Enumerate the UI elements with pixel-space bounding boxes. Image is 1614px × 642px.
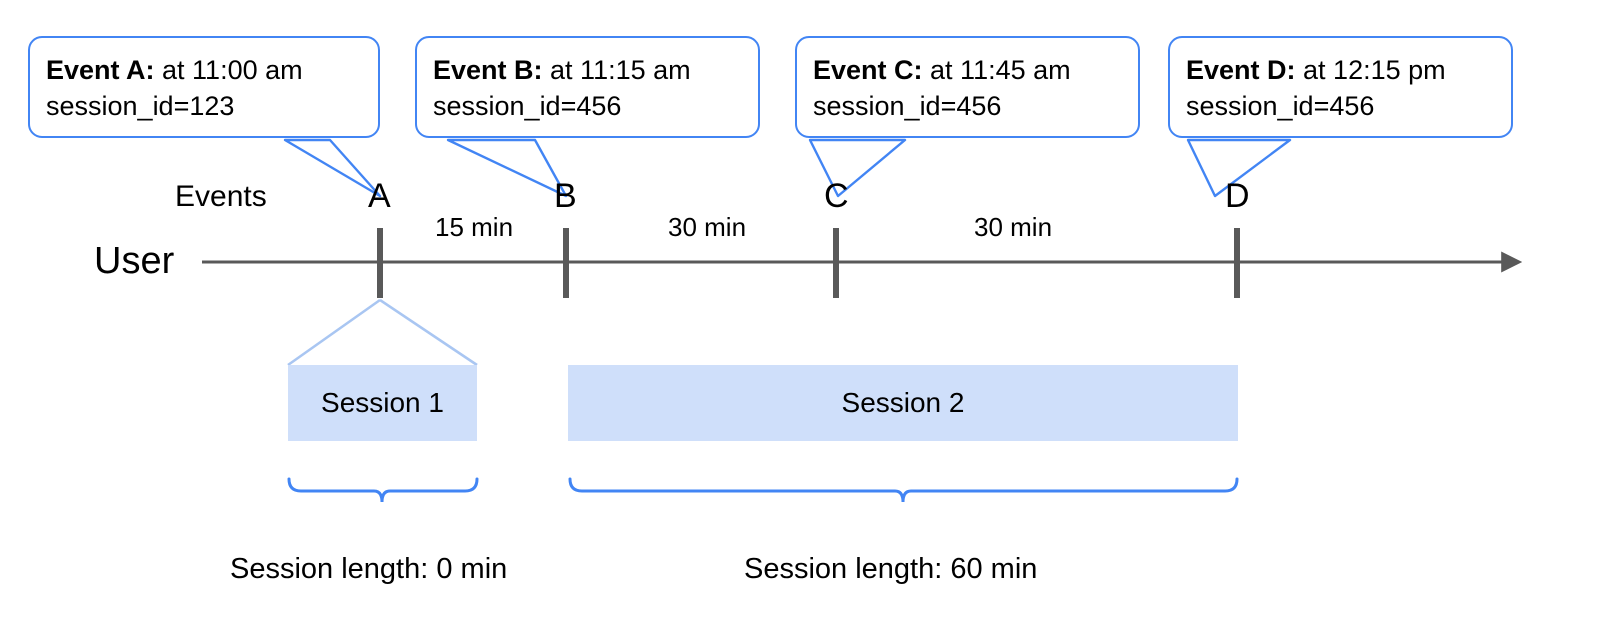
- event-point-a: A: [368, 177, 391, 215]
- event-point-c: C: [824, 177, 849, 215]
- callout-a-bold: Event A:: [46, 55, 155, 85]
- callout-d-session: session_id=456: [1186, 91, 1375, 122]
- callout-event-b[interactable]: Event B: at 11:15 am session_id=456: [415, 36, 760, 139]
- callout-d-line1: Event D: at 12:15 pm: [1186, 52, 1495, 88]
- callout-event-c[interactable]: Event C: at 11:45 am session_id=456: [795, 36, 1140, 139]
- session-length-2: Session length: 60 min: [744, 553, 1038, 585]
- duration-label-b-c: 30 min: [668, 212, 747, 242]
- callout-c-session: session_id=456: [813, 91, 1002, 122]
- callout-a-time: at 11:00 am: [154, 55, 303, 85]
- callout-event-d[interactable]: Event D: at 12:15 pm session_id=456: [1168, 36, 1513, 139]
- callout-b-bold: Event B:: [433, 55, 543, 85]
- event-point-d: D: [1225, 177, 1250, 215]
- user-axis-label: User: [94, 240, 175, 282]
- session1-connector: [287, 298, 478, 367]
- duration-label-a-b: 15 min: [435, 212, 514, 242]
- callout-tail-b: [446, 138, 568, 198]
- callout-event-a[interactable]: Event A: at 11:00 am session_id=123: [28, 36, 380, 139]
- callout-tail-a: [283, 138, 382, 198]
- session-bar-2-label: Session 2: [841, 387, 965, 418]
- session-bar-2[interactable]: Session 2: [568, 365, 1238, 441]
- callout-a-session: session_id=123: [46, 91, 235, 122]
- session2-brace: [568, 477, 1239, 503]
- callout-c-bold: Event C:: [813, 55, 923, 85]
- callout-b-line1: Event B: at 11:15 am: [433, 52, 742, 88]
- session-bar-1-label: Session 1: [321, 387, 444, 418]
- duration-label-c-d: 30 min: [974, 212, 1053, 242]
- callout-b-session: session_id=456: [433, 91, 622, 122]
- session1-brace: [287, 477, 479, 503]
- callout-c-time: at 11:45 am: [922, 55, 1071, 85]
- callout-d-bold: Event D:: [1186, 55, 1296, 85]
- session-bar-1[interactable]: Session 1: [288, 365, 477, 441]
- event-point-b: B: [554, 177, 577, 215]
- session-length-1: Session length: 0 min: [230, 553, 508, 585]
- callout-b-time: at 11:15 am: [542, 55, 691, 85]
- callout-d-time: at 12:15 pm: [1295, 55, 1446, 85]
- events-lane-label: Events: [175, 180, 267, 213]
- callout-c-line1: Event C: at 11:45 am: [813, 52, 1122, 88]
- callout-a-line1: Event A: at 11:00 am: [46, 52, 362, 88]
